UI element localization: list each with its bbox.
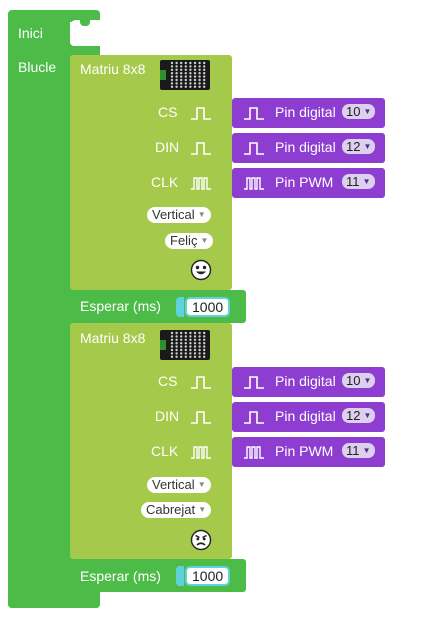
pin-label-din: DIN bbox=[155, 408, 180, 424]
setup-tab bbox=[80, 18, 90, 26]
pin-type-label: Pin digital bbox=[275, 408, 336, 424]
number-socket bbox=[176, 297, 184, 317]
dropdown-arrow-icon: ▼ bbox=[200, 236, 209, 245]
pin-number-value: 12 bbox=[346, 139, 361, 154]
setup-label: Inici bbox=[18, 25, 43, 41]
matrix-title: Matriu 8x8 bbox=[80, 61, 146, 77]
dropdown-arrow-icon: ▼ bbox=[363, 411, 372, 420]
digital-pulse-icon bbox=[244, 411, 264, 424]
pin-number-value: 11 bbox=[346, 174, 360, 189]
dropdown-arrow-icon: ▼ bbox=[363, 376, 372, 385]
digital-pulse-icon bbox=[191, 142, 211, 155]
pwm-pulse-icon bbox=[244, 446, 264, 459]
digital-pulse-icon bbox=[244, 107, 264, 120]
pwm-pulse-icon bbox=[244, 177, 264, 190]
matrix-block[interactable] bbox=[70, 55, 232, 290]
orientation-value: Vertical bbox=[152, 207, 195, 222]
pin-number-value: 10 bbox=[346, 104, 361, 119]
matrix-led-icon bbox=[160, 60, 210, 90]
wait-duration-input[interactable]: 1000 bbox=[185, 566, 231, 586]
dropdown-arrow-icon: ▼ bbox=[197, 210, 206, 219]
face-dropdown[interactable]: Feliç▼ bbox=[165, 233, 214, 249]
matrix-led-icon bbox=[160, 330, 210, 360]
digital-pulse-icon bbox=[191, 411, 211, 424]
pin-number-dropdown[interactable]: 11▼ bbox=[342, 443, 375, 458]
digital-pulse-icon bbox=[191, 376, 211, 389]
pin-number-dropdown[interactable]: 11▼ bbox=[342, 174, 375, 189]
loop-bottom bbox=[8, 590, 100, 608]
pin-label-cs: CS bbox=[158, 373, 178, 389]
pwm-pulse-icon bbox=[191, 177, 211, 190]
wait-duration-input[interactable]: 1000 bbox=[185, 297, 231, 317]
pin-number-dropdown[interactable]: 12▼ bbox=[342, 408, 376, 423]
digital-pulse-icon bbox=[244, 142, 264, 155]
pin-number-dropdown[interactable]: 10▼ bbox=[342, 373, 376, 388]
wait-label: Esperar (ms) bbox=[80, 298, 161, 314]
face-value: Cabrejat bbox=[146, 502, 196, 517]
digital-pulse-icon bbox=[191, 107, 211, 120]
dropdown-arrow-icon: ▼ bbox=[362, 446, 371, 455]
digital-pulse-icon bbox=[244, 376, 264, 389]
pin-type-label: Pin PWM bbox=[275, 443, 334, 459]
pin-number-dropdown[interactable]: 12▼ bbox=[342, 139, 376, 154]
dropdown-arrow-icon: ▼ bbox=[198, 505, 207, 514]
face-value: Feliç bbox=[170, 233, 198, 248]
happy-face-icon bbox=[190, 259, 212, 281]
orientation-dropdown[interactable]: Vertical▼ bbox=[147, 207, 211, 223]
pin-label-cs: CS bbox=[158, 104, 178, 120]
dropdown-arrow-icon: ▼ bbox=[362, 177, 371, 186]
pin-label-clk: CLK bbox=[151, 174, 179, 190]
face-dropdown[interactable]: Cabrejat▼ bbox=[141, 502, 212, 518]
matrix-title: Matriu 8x8 bbox=[80, 330, 146, 346]
pin-type-label: Pin digital bbox=[275, 139, 336, 155]
orientation-value: Vertical bbox=[152, 477, 195, 492]
dropdown-arrow-icon: ▼ bbox=[197, 480, 206, 489]
pwm-pulse-icon bbox=[191, 446, 211, 459]
dropdown-arrow-icon: ▼ bbox=[363, 142, 372, 151]
pin-number-value: 10 bbox=[346, 373, 361, 388]
dropdown-arrow-icon: ▼ bbox=[363, 107, 372, 116]
pin-number-value: 11 bbox=[346, 443, 360, 458]
pin-number-value: 12 bbox=[346, 408, 361, 423]
pin-label-din: DIN bbox=[155, 139, 180, 155]
pin-type-label: Pin digital bbox=[275, 104, 336, 120]
orientation-dropdown[interactable]: Vertical▼ bbox=[147, 477, 211, 493]
pin-number-dropdown[interactable]: 10▼ bbox=[342, 104, 376, 119]
number-socket bbox=[176, 566, 184, 586]
angry-face-icon bbox=[190, 529, 212, 551]
matrix-block[interactable] bbox=[70, 323, 232, 559]
loop-label: Blucle bbox=[18, 59, 57, 75]
pin-type-label: Pin digital bbox=[275, 373, 336, 389]
wait-label: Esperar (ms) bbox=[80, 568, 161, 584]
pin-type-label: Pin PWM bbox=[275, 174, 334, 190]
pin-label-clk: CLK bbox=[151, 443, 179, 459]
